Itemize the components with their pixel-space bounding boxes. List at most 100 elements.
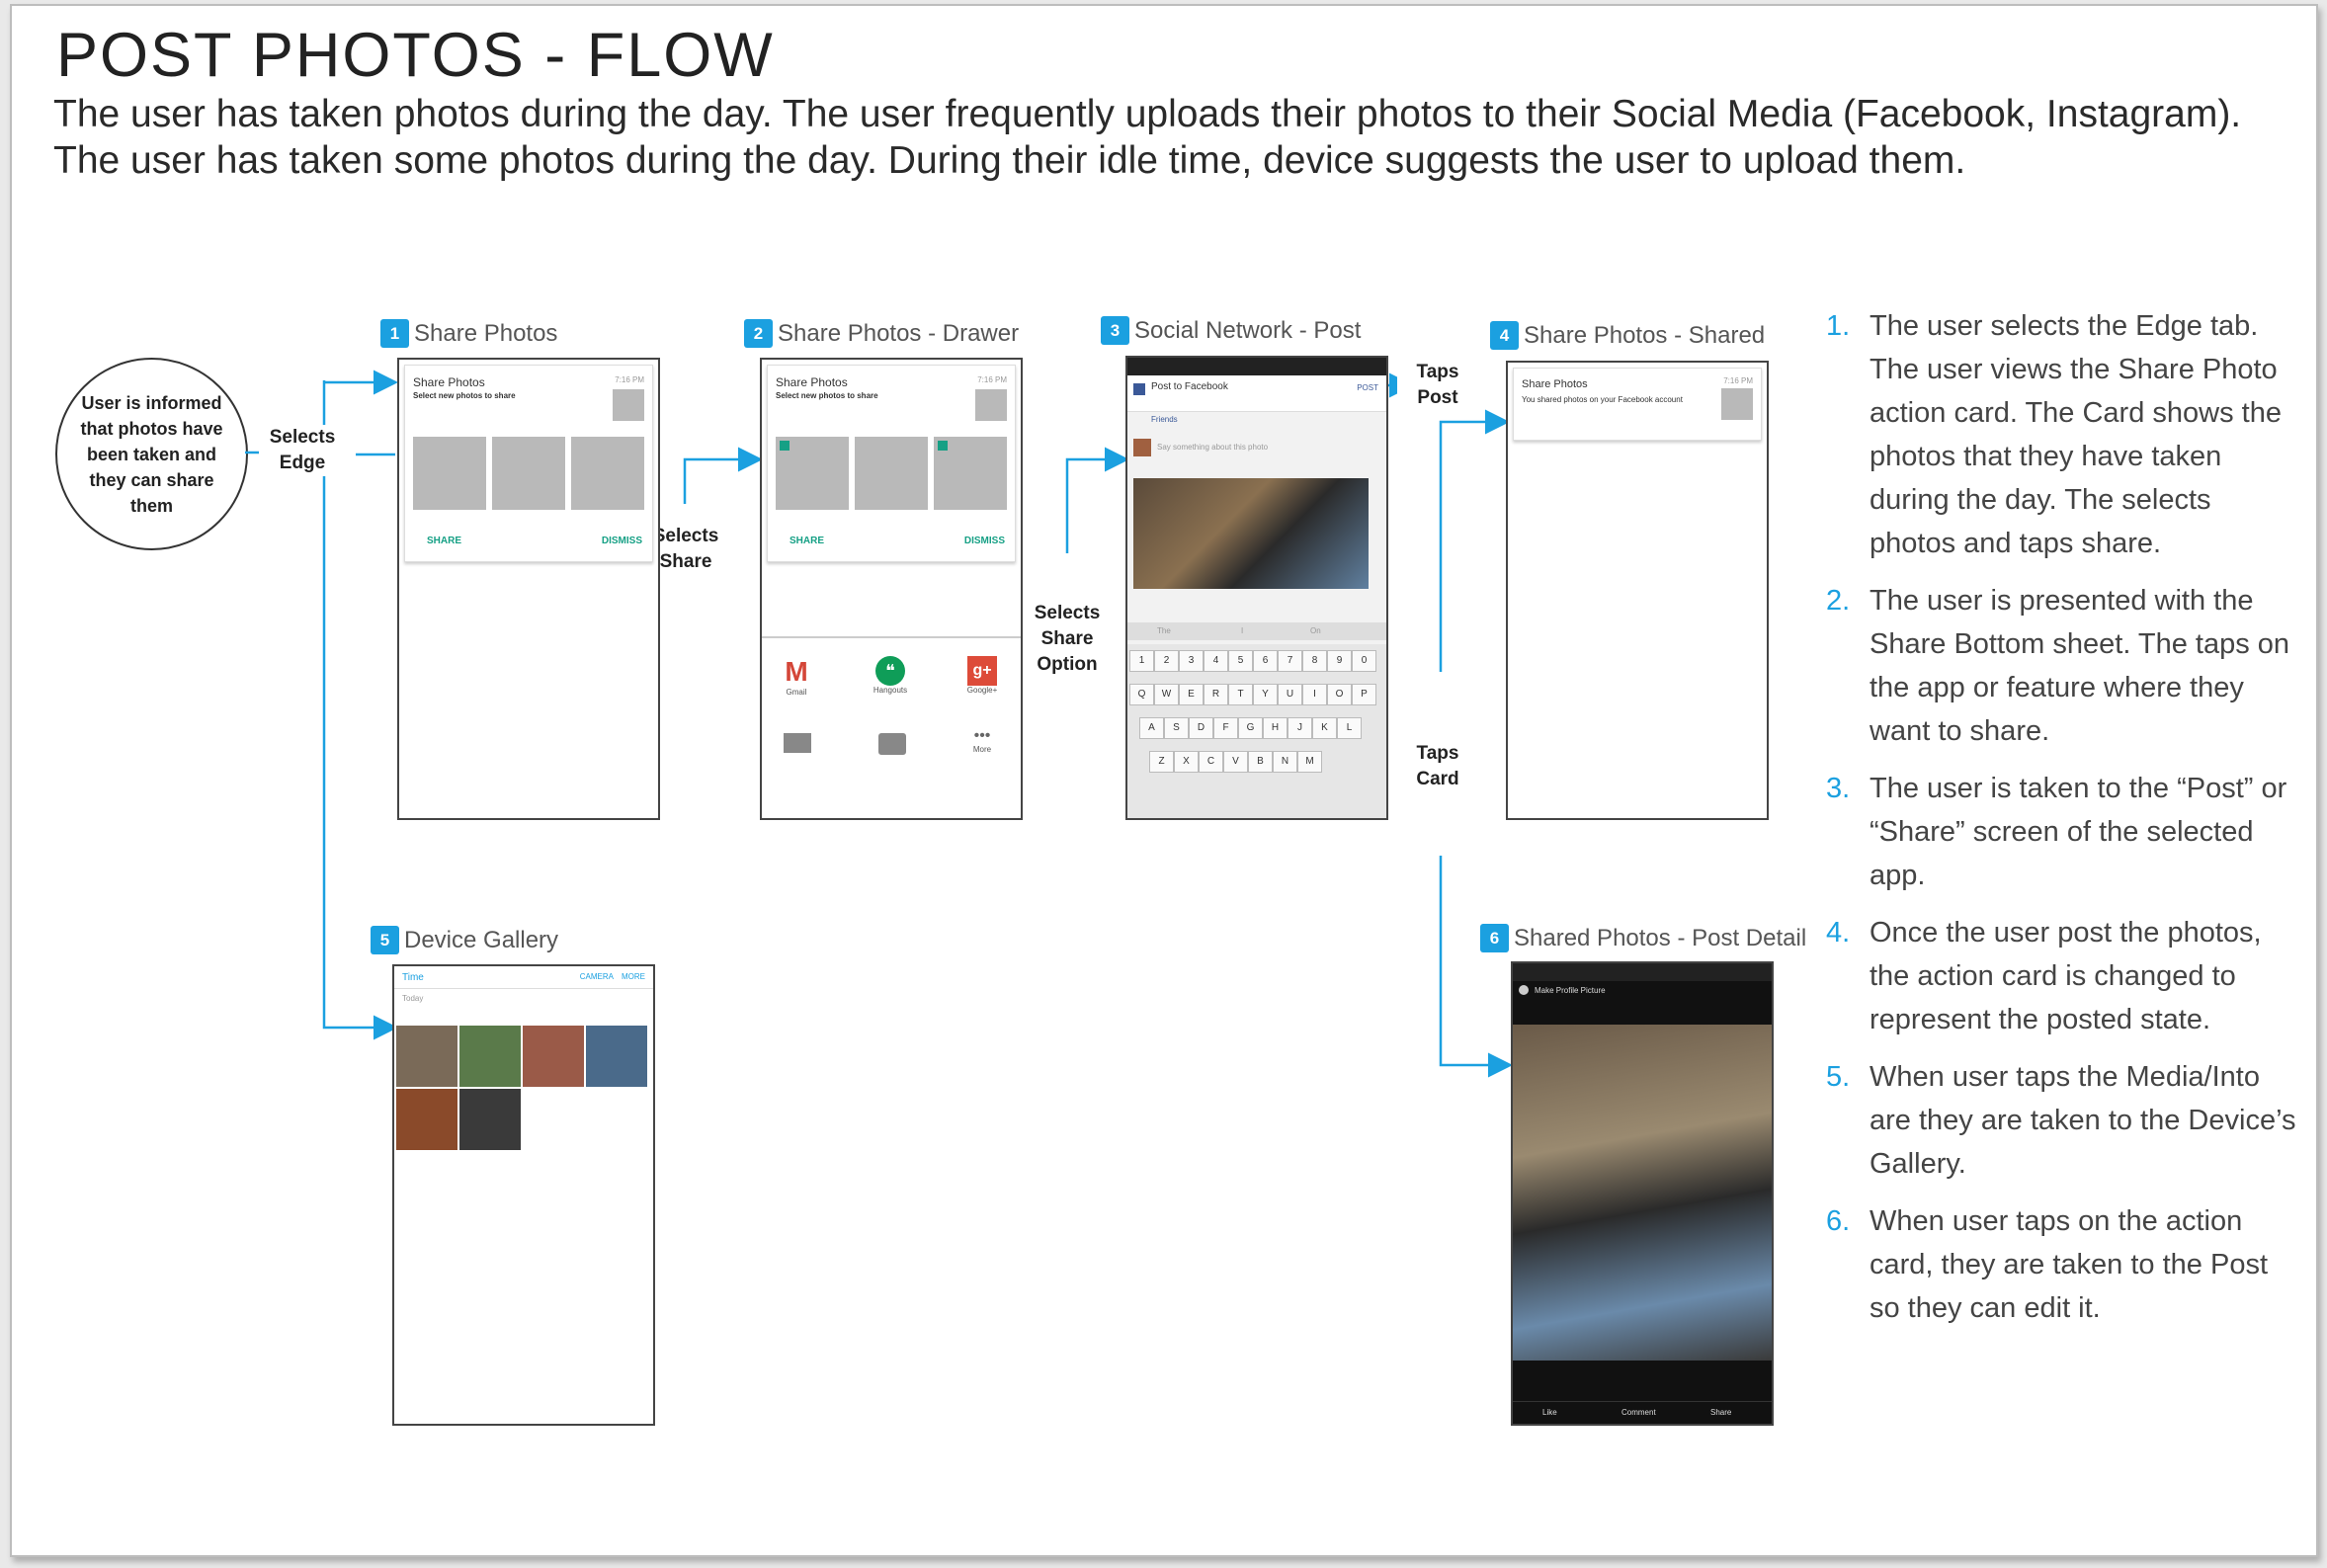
key-z[interactable]: Z [1149,751,1174,773]
drawer-photo-3[interactable] [934,437,1007,510]
key-b[interactable]: B [1248,751,1273,773]
key-0[interactable]: 0 [1352,650,1376,672]
note-6: 6.When user taps on the action card, the… [1826,1199,2300,1330]
drawer-photo-1[interactable] [776,437,849,510]
gallery-photo-6[interactable] [459,1089,521,1150]
screen-share-photos: Share Photos Select new photos to share … [397,358,660,820]
key-o[interactable]: O [1327,684,1352,705]
key-g[interactable]: G [1238,717,1263,739]
arrow-to-screen6 [1439,856,1513,1078]
photo-slot-2[interactable] [492,437,565,510]
suggestion-bar: The I On [1127,622,1386,640]
key-q[interactable]: Q [1129,684,1154,705]
gallery-photo-4[interactable] [586,1026,647,1087]
drawer-card: Share Photos Select new photos to share … [767,365,1016,562]
key-v[interactable]: V [1223,751,1248,773]
comment-button[interactable]: Comment [1621,1408,1656,1417]
post-text-input[interactable]: Say something about this photo [1157,443,1269,452]
arrow-to-screen2 [683,447,763,504]
step-title-2: Share Photos - Drawer [778,319,1020,347]
gallery-photo-5[interactable] [396,1089,457,1150]
key-5[interactable]: 5 [1228,650,1253,672]
screen-post-detail: Make Profile Picture Like Comment Share [1511,961,1774,1426]
annotation-selects-share-option: Selects Share Option [1018,601,1117,678]
key-m[interactable]: M [1297,751,1322,773]
share-button[interactable]: SHARE [427,536,462,546]
key-9[interactable]: 9 [1327,650,1352,672]
key-u[interactable]: U [1278,684,1302,705]
drawer-share-button[interactable]: SHARE [790,536,825,546]
key-1[interactable]: 1 [1129,650,1154,672]
drawer-card-thumbnail [975,389,1007,421]
step-title-1: Share Photos [414,319,558,347]
detail-share-button[interactable]: Share [1710,1408,1732,1417]
share-option-hangouts[interactable]: ❝ Hangouts [861,656,920,695]
key-s[interactable]: S [1164,717,1189,739]
detail-header: Make Profile Picture [1513,981,1772,1003]
gallery-camera-button[interactable]: CAMERA [579,972,614,981]
key-f[interactable]: F [1213,717,1238,739]
key-h[interactable]: H [1263,717,1288,739]
email-icon[interactable] [784,733,811,753]
key-x[interactable]: X [1174,751,1199,773]
key-i[interactable]: I [1302,684,1327,705]
hangouts-label: Hangouts [873,686,908,695]
key-n[interactable]: N [1273,751,1297,773]
detail-photo [1513,1025,1772,1361]
intro-text: The user has taken photos during the day… [53,91,2241,184]
share-photos-card[interactable]: Share Photos Select new photos to share … [404,365,653,562]
key-7[interactable]: 7 [1278,650,1302,672]
suggestion-3[interactable]: On [1310,626,1321,635]
facebook-post-button[interactable]: POST [1357,383,1378,392]
key-w[interactable]: W [1154,684,1179,705]
key-r[interactable]: R [1204,684,1228,705]
note-number: 6. [1826,1205,1851,1237]
gallery-photo-3[interactable] [523,1026,584,1087]
gallery-time-tab[interactable]: Time [402,972,424,983]
key-c[interactable]: C [1199,751,1223,773]
share-option-more[interactable]: ••• More [957,727,1007,754]
suggestion-2[interactable]: I [1241,626,1244,635]
gallery-more-button[interactable]: MORE [622,972,645,981]
share-option-google[interactable]: g+ Google+ [957,656,1007,695]
facebook-header: Post to Facebook POST [1127,375,1386,412]
key-3[interactable]: 3 [1179,650,1204,672]
dismiss-button[interactable]: DISMISS [601,536,642,546]
note-4: 4.Once the user post the photos, the act… [1826,911,2300,1041]
gmail-icon: M [785,656,808,687]
share-option-gmail[interactable]: M Gmail [777,656,816,697]
key-l[interactable]: L [1337,717,1362,739]
shared-card[interactable]: Share Photos You shared photos on your F… [1513,368,1762,441]
key-y[interactable]: Y [1253,684,1278,705]
shared-card-thumbnail [1721,388,1753,420]
key-t[interactable]: T [1228,684,1253,705]
key-e[interactable]: E [1179,684,1204,705]
key-2[interactable]: 2 [1154,650,1179,672]
key-j[interactable]: J [1288,717,1312,739]
key-p[interactable]: P [1352,684,1376,705]
key-d[interactable]: D [1189,717,1213,739]
gallery-photo-2[interactable] [459,1026,521,1087]
card-thumbnail [613,389,644,421]
photo-slot-1[interactable] [413,437,486,510]
photo-slot-3[interactable] [571,437,644,510]
suggestion-1[interactable]: The [1157,626,1171,635]
drawer-dismiss-button[interactable]: DISMISS [963,536,1005,546]
detail-header-text[interactable]: Make Profile Picture [1535,986,1606,995]
key-4[interactable]: 4 [1204,650,1228,672]
note-number: 3. [1826,773,1851,804]
gmail-label: Gmail [786,688,807,697]
key-a[interactable]: A [1139,717,1164,739]
gallery-photo-1[interactable] [396,1026,457,1087]
audience-selector[interactable]: Friends [1151,415,1178,424]
like-button[interactable]: Like [1542,1408,1557,1417]
step-badge-2: 2 [744,319,773,348]
drawer-photo-2[interactable] [855,437,928,510]
key-8[interactable]: 8 [1302,650,1327,672]
note-number: 1. [1826,310,1851,342]
key-k[interactable]: K [1312,717,1337,739]
key-6[interactable]: 6 [1253,650,1278,672]
message-icon[interactable] [878,733,906,755]
